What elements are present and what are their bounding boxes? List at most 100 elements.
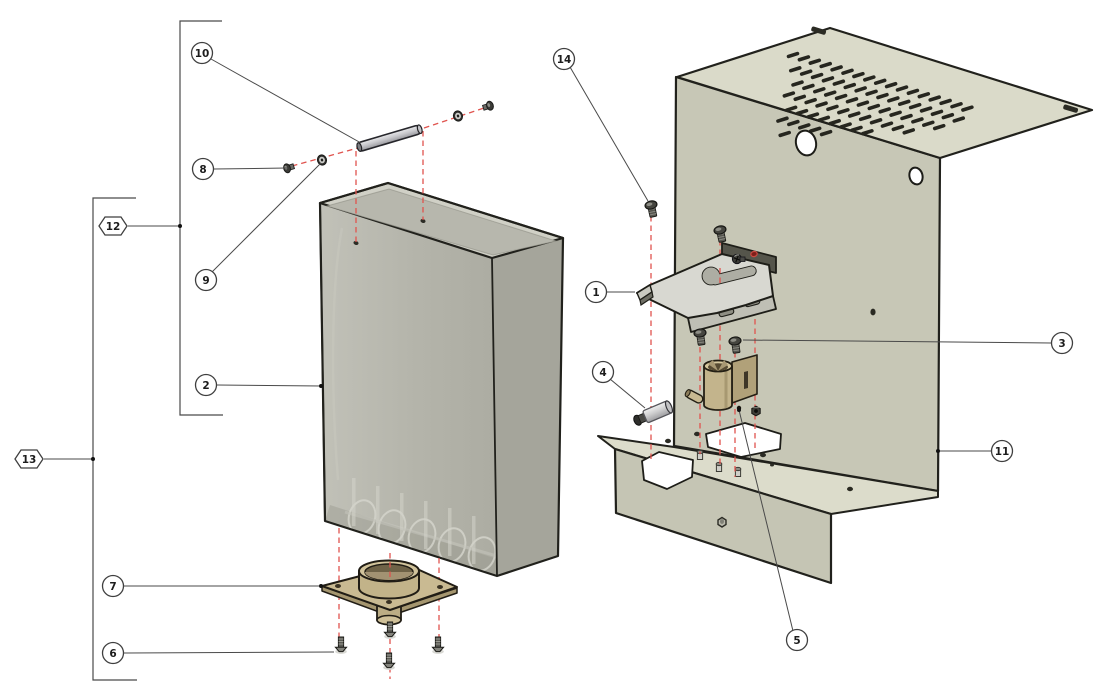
explode-line (291, 147, 359, 167)
shelf-hole (665, 438, 671, 444)
vent-slot (900, 113, 913, 121)
callout-2: 2 (194, 373, 323, 397)
chute-side-slot (744, 371, 748, 389)
vent-slot (952, 116, 966, 123)
callout-8: 8 (191, 157, 288, 181)
bracket-phillips-screw (731, 253, 746, 265)
vent-slot (797, 123, 811, 130)
callout-circle (101, 641, 125, 665)
vent-slot (847, 111, 861, 118)
explode-lines-overlay (389, 268, 721, 580)
vent-slot (873, 78, 887, 86)
callout-circle (990, 439, 1014, 463)
vent-slot (876, 92, 889, 100)
callout-5: 5 (737, 408, 809, 652)
callout-leader (216, 384, 322, 387)
shelf-hole (694, 431, 700, 437)
vent-slot (889, 110, 902, 117)
vent-slot (856, 100, 870, 107)
vent-slot (922, 120, 935, 127)
callout-circle (584, 280, 608, 304)
leader-dot (319, 584, 323, 588)
callout-11: 11 (936, 439, 1014, 463)
vent-slot (823, 90, 837, 97)
group-brackets (92, 20, 223, 681)
callout-circle (101, 574, 125, 598)
mounting-bracket (636, 242, 777, 333)
hopper (318, 181, 565, 578)
vent-slot (878, 107, 891, 114)
vent-slot (832, 79, 846, 86)
callout-circle (194, 373, 218, 397)
callout-1: 1 (584, 280, 635, 304)
callout-hexagon (98, 216, 128, 236)
vent-slot (786, 51, 800, 59)
flange-hole (437, 585, 443, 589)
vent-slot (819, 61, 832, 69)
flange-hole (335, 584, 341, 588)
hopper-mount-hole (420, 219, 426, 223)
leader-dot (319, 384, 323, 388)
callout-number: 7 (109, 581, 116, 593)
vent-slot (793, 94, 807, 102)
callout-leader (211, 162, 322, 273)
screw-right-8 (481, 100, 494, 111)
callout-number: 14 (557, 54, 572, 66)
panel-hole-small (908, 166, 924, 186)
vent-slot (797, 55, 811, 62)
callout-leader (210, 58, 362, 144)
leader-dot (178, 224, 182, 228)
callout-number: 2 (202, 380, 209, 392)
shelf-hole (770, 463, 774, 467)
shelf-stud (734, 466, 742, 477)
vent-slot (865, 89, 878, 96)
vent-slot (808, 126, 822, 133)
vent-slot (917, 91, 931, 99)
callout-number: 11 (995, 446, 1010, 458)
callout-number: 10 (195, 48, 210, 60)
vent-slot (806, 112, 820, 119)
vent-slot (884, 81, 898, 89)
vent-slot (867, 103, 881, 111)
vent-slot (778, 130, 791, 138)
chute-tube (684, 389, 704, 404)
panel-pilot-hole (870, 308, 876, 316)
leader-dot (737, 408, 741, 412)
skirt-hex-stud (717, 516, 727, 528)
vent-slot (795, 108, 809, 116)
callout-number: 1 (592, 287, 599, 299)
vent-slot (850, 125, 863, 133)
vent-slot (928, 95, 941, 102)
vent-slot (939, 98, 952, 106)
bracket-red-hole (750, 250, 758, 258)
flange-plate (321, 559, 458, 626)
shelf-stud (715, 461, 723, 472)
hopper-front-face (320, 203, 497, 576)
shelf-hole (760, 452, 766, 458)
vent-slot (788, 66, 802, 73)
vent-slot (863, 75, 876, 82)
vent-slot (808, 58, 822, 65)
vent-slot (826, 104, 839, 112)
vent-slot (902, 128, 916, 135)
callout-circle (191, 157, 215, 181)
vent-slot (804, 97, 817, 105)
callout-7: 7 (101, 574, 323, 598)
vent-slot (919, 106, 933, 113)
vent-slot (869, 118, 883, 125)
flange-collar (358, 559, 420, 600)
vent-slot (961, 105, 974, 112)
vent-slot (819, 129, 833, 137)
vent-slot (784, 105, 798, 112)
vent-slot (932, 123, 946, 131)
vent-slot (782, 91, 796, 98)
vent-slot (950, 102, 963, 109)
vent-slot (858, 114, 872, 122)
vent-slot (941, 112, 955, 120)
group-bracket (179, 20, 223, 416)
callout-leader (738, 409, 794, 632)
vent-slot (817, 115, 831, 123)
shelf-cutout-left (641, 451, 694, 490)
shelf-cutout-middle (705, 422, 782, 458)
